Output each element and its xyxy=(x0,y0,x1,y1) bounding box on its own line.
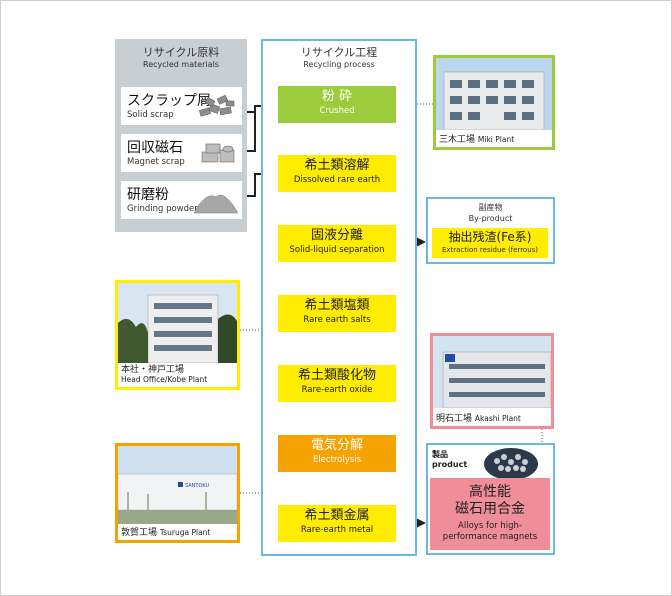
material-solid-scrap: スクラップ屑 Solid scrap xyxy=(121,87,242,125)
step-dissolved-rare-earth: 希土類溶解 Dissolved rare earth xyxy=(278,155,396,192)
step-crushed: 粉 砕 Crushed xyxy=(278,86,396,123)
miki-plant-caption: 三木工場 Miki Plant xyxy=(439,132,514,145)
kobe-plant-caption: 本社・神戸工場 Head Office/Kobe Plant xyxy=(121,365,207,385)
step-label-en: Rare-earth oxide xyxy=(301,385,373,395)
plant-name-en: Head Office/Kobe Plant xyxy=(121,375,208,384)
byproduct-title-jp: 副産物 xyxy=(478,203,503,212)
step-label-en: Crushed xyxy=(319,106,355,116)
plant-akashi: 明石工場 Akashi Plant xyxy=(430,333,554,429)
byproduct-label-en: Extraction residue (ferrous) xyxy=(441,246,539,254)
plant-name-jp: 敦賀工場 xyxy=(121,528,158,538)
material-label-jp: スクラップ屑 xyxy=(127,93,211,109)
step-label-en: Dissolved rare earth xyxy=(293,175,381,185)
akashi-plant-caption: 明石工場 Akashi Plant xyxy=(436,411,521,424)
step-rare-earth-metal: 希土類金属 Rare-earth metal xyxy=(278,505,396,542)
plant-name-en: Miki Plant xyxy=(477,135,515,144)
alloy-pellets-icon xyxy=(484,448,538,480)
scrap-pile-icon xyxy=(199,94,235,117)
product-label-jp: 高性能 磁石用合金 xyxy=(430,484,550,518)
plant-name-en: Akashi Plant xyxy=(474,414,521,423)
material-label-jp: 回収磁石 xyxy=(127,140,183,156)
material-label-jp: 研磨粉 xyxy=(127,187,169,203)
step-label-jp: 希土類金属 xyxy=(304,508,370,523)
recycled-materials-title-jp: リサイクル原料 xyxy=(142,46,220,59)
step-label-en: Rare-earth metal xyxy=(300,525,374,535)
recycling-process-title-jp: リサイクル工程 xyxy=(300,46,378,59)
product-magnet-alloys: 高性能 磁石用合金 Alloys for high- performance m… xyxy=(430,478,550,550)
product-label-en: Alloys for high- performance magnets xyxy=(430,521,550,543)
step-solid-liquid-separation: 固液分離 Solid-liquid separation xyxy=(278,225,396,262)
product-label-en-line1: Alloys for high- xyxy=(458,521,522,531)
byproduct-title-en: By-product xyxy=(468,214,513,223)
plant-name-en: Tsuruga Plant xyxy=(159,528,211,537)
material-label-en: Magnet scrap xyxy=(127,157,185,167)
product-title-en: product xyxy=(432,460,468,469)
step-label-jp: 希土類酸化物 xyxy=(297,368,376,383)
product-label-jp-line2: 磁石用合金 xyxy=(455,501,525,517)
byproduct-label-jp: 抽出残渣(Fe系) xyxy=(448,230,532,244)
plant-kobe: 本社・神戸工場 Head Office/Kobe Plant xyxy=(115,280,240,390)
step-label-jp: 電気分解 xyxy=(310,438,363,453)
recycling-process-title: リサイクル工程 Recycling process xyxy=(261,44,417,69)
material-label-en: Solid scrap xyxy=(127,110,174,120)
step-rare-earth-oxide: 希土類酸化物 Rare-earth oxide xyxy=(278,365,396,402)
plant-name-jp: 三木工場 xyxy=(439,135,476,145)
akashi-plant-photo xyxy=(433,336,552,409)
byproduct-title: 副産物 By-product xyxy=(426,202,555,224)
material-grinding-powder: 研磨粉 Grinding powder xyxy=(121,181,242,219)
magnet-blocks-icon xyxy=(201,143,235,163)
product-title-jp: 製品 xyxy=(432,450,448,459)
plant-miki: 三木工場 Miki Plant xyxy=(433,55,555,150)
product-label-jp-line1: 高性能 xyxy=(469,484,511,500)
step-label-en: Rare earth salts xyxy=(303,315,371,325)
step-label-jp: 固液分離 xyxy=(310,228,363,243)
recycling-process-title-en: Recycling process xyxy=(303,60,375,69)
step-rare-earth-salts: 希土類塩類 Rare earth salts xyxy=(278,295,396,332)
material-magnet-scrap: 回収磁石 Magnet scrap xyxy=(121,134,242,172)
step-label-jp: 希土類塩類 xyxy=(304,298,370,313)
step-label-en: Electrolysis xyxy=(312,455,362,465)
plant-name-jp: 本社・神戸工場 xyxy=(121,365,185,375)
recycled-materials-title: リサイクル原料 Recycled materials xyxy=(115,44,247,69)
material-label-en: Grinding powder xyxy=(127,204,198,214)
plant-name-jp: 明石工場 xyxy=(436,414,473,424)
tsuruga-plant-caption: 敦賀工場 Tsuruga Plant xyxy=(121,525,210,538)
step-label-jp: 粉 砕 xyxy=(321,89,353,104)
miki-plant-photo xyxy=(436,58,552,131)
step-electrolysis: 電気分解 Electrolysis xyxy=(278,435,396,472)
step-label-jp: 希土類溶解 xyxy=(304,158,370,173)
kobe-plant-photo xyxy=(118,283,237,364)
product-title: 製品 product xyxy=(432,450,467,470)
tsuruga-building-sign: SANTOKU xyxy=(185,483,210,489)
step-label-en: Solid-liquid separation xyxy=(289,245,385,255)
plant-tsuruga: SANTOKU 敦賀工場 Tsuruga Plant xyxy=(115,443,240,543)
product-label-en-line2: performance magnets xyxy=(442,532,538,542)
recycled-materials-title-en: Recycled materials xyxy=(143,60,219,69)
byproduct-extraction-residue: 抽出残渣(Fe系) Extraction residue (ferrous) xyxy=(432,228,548,258)
powder-pile-icon xyxy=(194,194,238,214)
tsuruga-plant-photo: SANTOKU xyxy=(117,446,238,524)
